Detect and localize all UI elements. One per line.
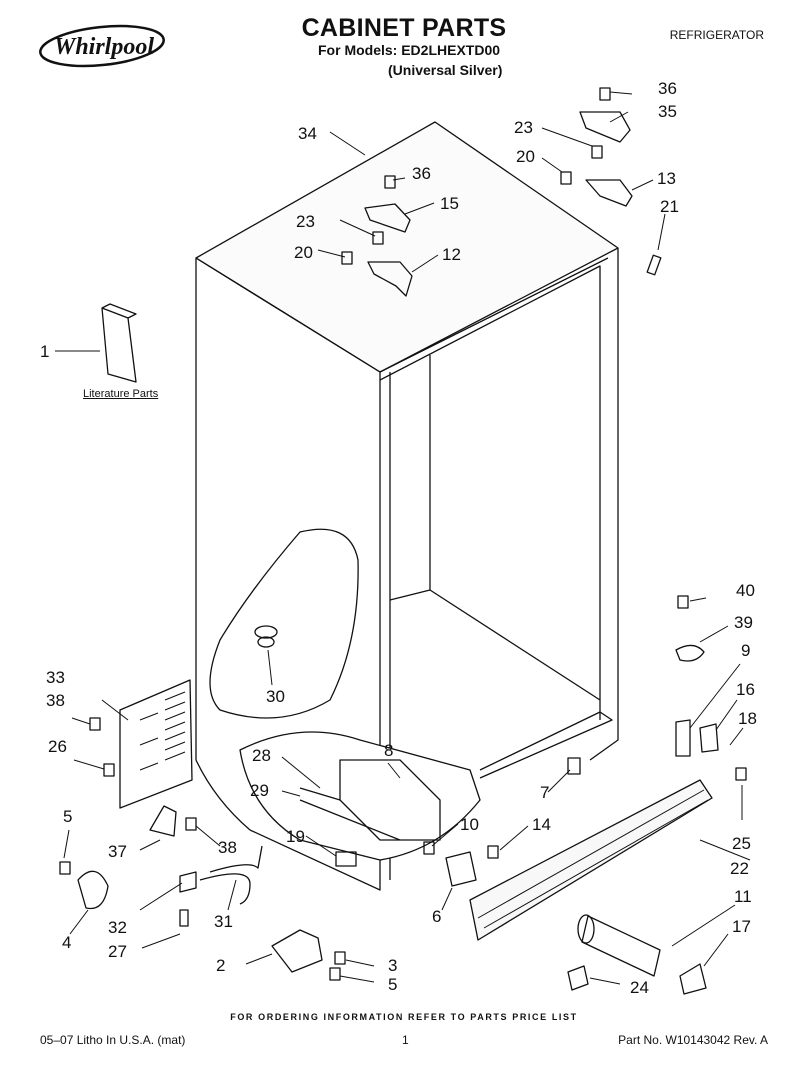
callout: 8 [384, 741, 393, 760]
callout: 7 [540, 783, 549, 802]
callout: 18 [738, 709, 757, 728]
callout: 29 [250, 781, 269, 800]
callout: 31 [214, 912, 233, 931]
part-21 [646, 254, 662, 276]
vent-slots [139, 691, 186, 771]
kick-grille [469, 779, 713, 941]
callout: 12 [442, 245, 461, 264]
callout: 35 [658, 102, 677, 121]
callout: 4 [62, 933, 71, 952]
part-24 [567, 965, 589, 991]
callout: 2 [216, 956, 225, 975]
callout-labels: 1 2 3 4 5 5 6 7 8 9 10 11 12 13 14 15 16… [40, 79, 757, 997]
hinge-cover-35 [579, 111, 631, 143]
grommet-30 [254, 625, 278, 639]
bracket-6 [445, 851, 477, 887]
hinge-cover-15 [364, 203, 411, 233]
literature-booklet [101, 303, 137, 383]
callout: 37 [108, 842, 127, 861]
rod-28 [299, 787, 341, 801]
callout: 38 [218, 838, 237, 857]
callout: 14 [532, 815, 551, 834]
callout: 40 [736, 581, 755, 600]
screws [59, 87, 747, 981]
callout: 19 [286, 827, 305, 846]
callout: 21 [660, 197, 679, 216]
brand-text: Whirlpool [54, 34, 154, 60]
bracket-37 [149, 805, 177, 837]
callout: 36 [412, 164, 431, 183]
models-line: For Models: ED2LHEXTD00 [318, 42, 501, 58]
callout: 38 [46, 691, 65, 710]
bottom-hinge [271, 929, 323, 973]
callout: 39 [734, 613, 753, 632]
clamp-32 [179, 871, 197, 893]
bracket-16 [699, 723, 719, 753]
callout: 34 [298, 124, 317, 143]
callout: 25 [732, 834, 751, 853]
callout: 13 [657, 169, 676, 188]
callout: 24 [630, 978, 649, 997]
category-label: REFRIGERATOR [669, 28, 764, 42]
callout: 20 [516, 147, 535, 166]
callout: 23 [514, 118, 533, 137]
callout: 5 [388, 975, 397, 994]
callout: 22 [730, 859, 749, 878]
filter-cap [679, 963, 707, 995]
page-title: CABINET PARTS [301, 14, 507, 42]
callout: 10 [460, 815, 479, 834]
variant-line: (Universal Silver) [388, 62, 503, 78]
leveling-leg [77, 870, 109, 910]
callout: 28 [252, 746, 271, 765]
part-7 [567, 757, 581, 775]
water-filter [581, 915, 661, 977]
callout: 5 [63, 807, 72, 826]
ordering-note: FOR ORDERING INFORMATION REFER TO PARTS … [230, 1012, 578, 1022]
vent-panel [119, 679, 193, 809]
callout: 36 [658, 79, 677, 98]
callout: 23 [296, 212, 315, 231]
callout: 26 [48, 737, 67, 756]
hinge-12 [367, 261, 413, 297]
literature-parts-label: Literature Parts [83, 388, 159, 400]
callout: 32 [108, 918, 127, 937]
whirlpool-logo: Whirlpool [39, 24, 165, 68]
bracket-9 [675, 719, 691, 757]
callout: 9 [741, 641, 750, 660]
leader-lines [55, 91, 751, 985]
cutaway-bottom [239, 731, 481, 861]
callout: 16 [736, 680, 755, 699]
water-tube [199, 845, 263, 905]
part-39 [675, 644, 705, 662]
callout: 20 [294, 243, 313, 262]
rod-29 [299, 799, 401, 841]
callout: 33 [46, 668, 65, 687]
callout: 27 [108, 942, 127, 961]
callout: 11 [734, 887, 752, 906]
callout: 6 [432, 907, 441, 926]
callout: 15 [440, 194, 459, 213]
callout: 30 [266, 687, 285, 706]
callout: 3 [388, 956, 397, 975]
part-19 [335, 851, 357, 867]
cutaway-left [209, 528, 359, 719]
callout: 17 [732, 917, 751, 936]
part-number: Part No. W10143042 Rev. A [618, 1033, 768, 1047]
page-number: 1 [402, 1033, 409, 1047]
litho-line: 05–07 Litho In U.S.A. (mat) [40, 1033, 186, 1047]
hinge-13 [585, 179, 633, 207]
callout: 1 [40, 342, 49, 361]
